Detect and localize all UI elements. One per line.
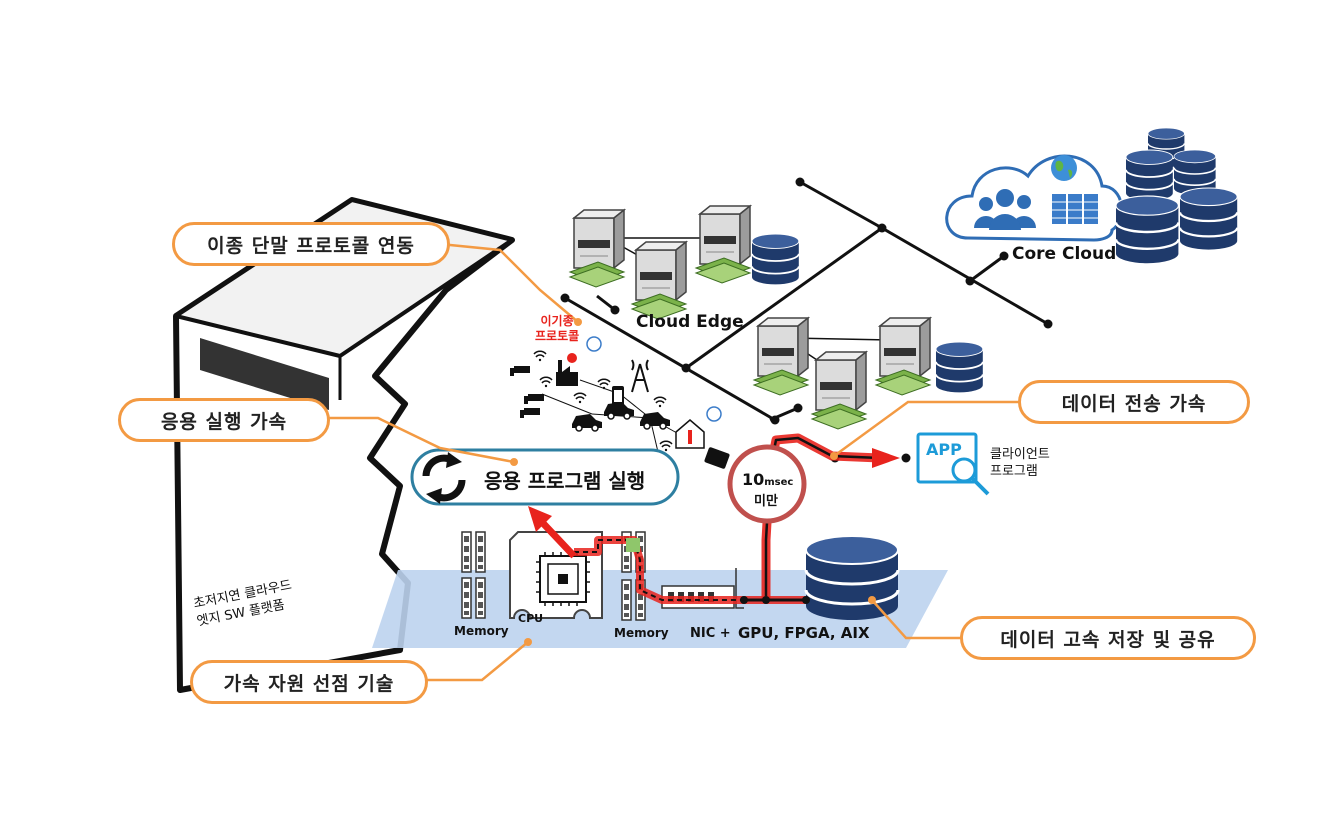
core-cloud-label: Core Cloud bbox=[1012, 244, 1117, 264]
latency-sub: 미만 bbox=[754, 494, 778, 509]
callout-data-transfer: 데이터 전송 가속 bbox=[1018, 380, 1250, 424]
car-icon bbox=[571, 413, 603, 432]
accelerator-label: GPU, FPGA, AIX bbox=[738, 624, 870, 642]
tablet-icon bbox=[704, 447, 730, 469]
latency-unit: msec bbox=[764, 477, 794, 488]
database-icon bbox=[935, 341, 984, 394]
client-program-label: 클라이언트 프로그램 bbox=[990, 446, 1050, 480]
data-path-highlight bbox=[528, 433, 900, 604]
car-icon bbox=[603, 401, 635, 420]
factory-icon bbox=[556, 353, 578, 386]
app-search-icon bbox=[916, 432, 990, 496]
core-cloud bbox=[945, 127, 1239, 265]
refresh-icon bbox=[422, 452, 466, 504]
cctv-icon bbox=[510, 366, 530, 376]
callout-transfer-text: 데이터 전송 가속 bbox=[1061, 392, 1207, 415]
callout-resource-preemption: 가속 자원 선점 기술 bbox=[190, 660, 428, 704]
callout-app-exec-text: 응용 실행 가속 bbox=[160, 410, 288, 433]
latency-badge bbox=[727, 444, 807, 524]
database-icon bbox=[1114, 194, 1180, 265]
database-icon bbox=[1178, 186, 1239, 251]
cctv-icon bbox=[524, 394, 544, 404]
latency-number: 10 bbox=[742, 470, 765, 489]
cpu-label: CPU bbox=[518, 612, 544, 625]
callout-storage-text: 데이터 고속 저장 및 공유 bbox=[1000, 628, 1216, 651]
client-line1: 클라이언트 bbox=[990, 447, 1050, 462]
app-program-pill bbox=[410, 448, 680, 506]
app-icon-text: APP bbox=[926, 440, 962, 459]
database-icon bbox=[751, 233, 800, 286]
car-icon bbox=[639, 411, 671, 430]
callout-data-storage: 데이터 고속 저장 및 공유 bbox=[960, 616, 1256, 660]
client-line2: 프로그램 bbox=[990, 464, 1038, 479]
globe-icon bbox=[1051, 155, 1077, 181]
network-links bbox=[541, 180, 1049, 453]
server-icon bbox=[631, 241, 687, 320]
central-database bbox=[804, 535, 900, 620]
server-icon bbox=[695, 205, 751, 284]
latency-value: 10msec bbox=[742, 470, 793, 489]
users-icon bbox=[974, 189, 1036, 230]
server-icon bbox=[811, 351, 867, 430]
cloud-badge-icon bbox=[586, 336, 722, 422]
callout-leaders bbox=[308, 242, 1020, 682]
hetero-protocol-label: 이기종 프로토콜 bbox=[535, 314, 579, 344]
nic-label: NIC + bbox=[690, 626, 731, 641]
database-icon bbox=[1125, 149, 1174, 202]
hetero-line2: 프로토콜 bbox=[535, 329, 580, 343]
callout-app-exec: 응용 실행 가속 bbox=[118, 398, 330, 442]
server-icon bbox=[753, 317, 809, 396]
smartphone-icon bbox=[612, 386, 624, 406]
app-program-label: 응용 프로그램 실행 bbox=[484, 469, 646, 493]
server-icon bbox=[875, 317, 931, 396]
callout-protocol-text: 이종 단말 프로토콜 연동 bbox=[207, 234, 415, 257]
server-rack-icon bbox=[1052, 194, 1098, 224]
cctv-icon bbox=[520, 408, 540, 418]
hetero-line1: 이기종 bbox=[540, 314, 574, 328]
thermometer-icon bbox=[675, 419, 705, 449]
memory-right-label: Memory bbox=[614, 626, 669, 640]
callout-resource-text: 가속 자원 선점 기술 bbox=[223, 672, 395, 695]
tower-panel-slot bbox=[200, 338, 329, 410]
cpu-chip-icon bbox=[509, 531, 603, 619]
antenna-tower-icon bbox=[631, 359, 649, 393]
cloud-edge-label: Cloud Edge bbox=[636, 312, 744, 332]
server-icon bbox=[569, 209, 625, 288]
callout-protocol-interop: 이종 단말 프로토콜 연동 bbox=[172, 222, 450, 266]
iot-devices bbox=[510, 336, 730, 469]
memory-left-label: Memory bbox=[454, 624, 509, 638]
